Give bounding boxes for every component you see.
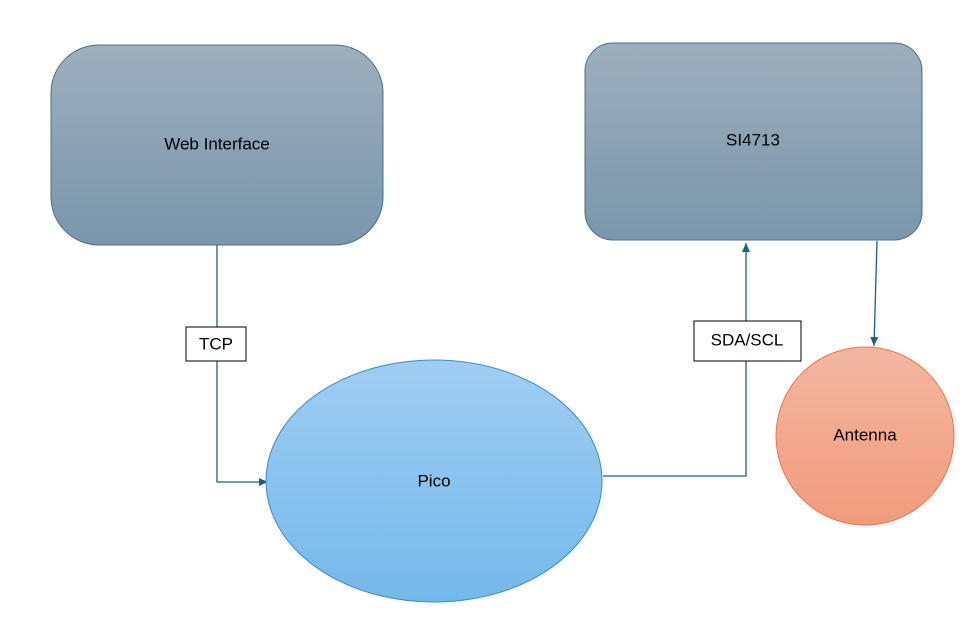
- web-interface-node: Web Interface: [50, 44, 384, 246]
- si4713-box: [584, 42, 923, 241]
- sda-scl-edge-label: SDA/SCL: [693, 320, 802, 362]
- sda-scl-label-box: [693, 320, 802, 362]
- tcp-label-box: [185, 326, 247, 362]
- tcp-connector: [216, 245, 268, 486]
- antenna-node: Antenna: [775, 346, 955, 526]
- sda-scl-label: SDA/SCL: [711, 330, 784, 349]
- tcp-label: TCP: [199, 334, 233, 353]
- antenna-connector: [870, 240, 879, 347]
- si4713-node: SI4713: [584, 42, 923, 241]
- antenna-circle: [775, 346, 955, 526]
- antenna-label: Antenna: [833, 425, 897, 444]
- web-interface-box: [50, 44, 384, 246]
- pico-node: Pico: [265, 359, 603, 603]
- pico-label: Pico: [417, 471, 450, 490]
- si4713-label: SI4713: [726, 130, 780, 149]
- tcp-edge-label: TCP: [185, 326, 247, 362]
- pico-ellipse: [265, 359, 603, 603]
- web-interface-label: Web Interface: [164, 134, 270, 153]
